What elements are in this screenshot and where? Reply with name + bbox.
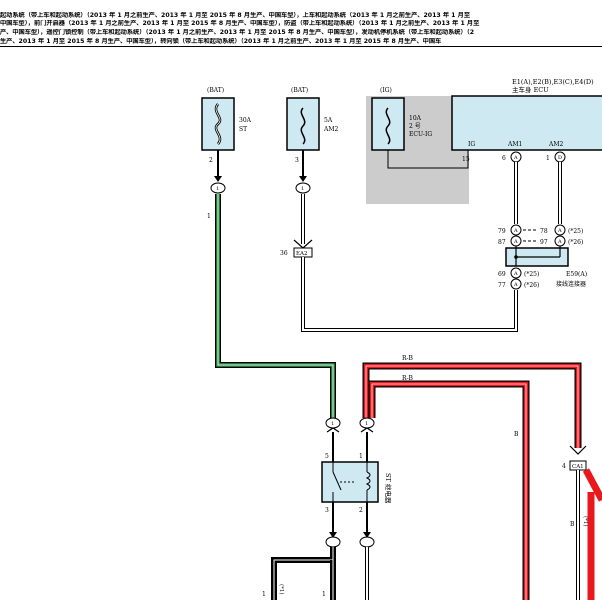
fuse-bat5: (BAT) 5A AM2 3 xyxy=(286,87,338,164)
ecu-name: 主车身 ECU xyxy=(512,85,549,94)
ea2-num: 36 xyxy=(280,250,288,257)
bottom-tag-l: 1 xyxy=(262,591,266,598)
svg-text:5: 5 xyxy=(325,453,329,460)
fuse-bat30-name: ST xyxy=(239,126,247,133)
fuse-bat30-label: (BAT) xyxy=(207,87,224,94)
conn-st-bottom-num: 1 xyxy=(216,186,219,192)
ecu-pin-am2: AM2 xyxy=(548,141,563,148)
fuse-bat5-pin: 3 xyxy=(295,157,299,164)
ecu-pin-ig: IG xyxy=(468,141,475,148)
ecu-pinnum-1: 1 xyxy=(546,155,550,162)
svg-text:(*26): (*26) xyxy=(524,282,539,289)
svg-text:69: 69 xyxy=(498,271,506,278)
svg-text:77: 77 xyxy=(498,282,506,289)
svg-text:79: 79 xyxy=(498,228,506,235)
svg-text:3: 3 xyxy=(325,507,329,514)
wire-st-green xyxy=(215,194,336,418)
svg-text:1: 1 xyxy=(331,421,334,427)
svg-text:(*25): (*25) xyxy=(524,271,539,278)
ecu-codes: E1(A),E2(B),E3(C),E4(D) xyxy=(512,78,594,86)
junction-name: 接线连接器 xyxy=(556,280,586,288)
svg-text:1: 1 xyxy=(359,453,363,460)
svg-text:(*25): (*25) xyxy=(568,228,583,235)
fuse-bat30-rating: 30A xyxy=(239,117,252,124)
ca1-num: 4 xyxy=(562,463,566,470)
ecu-pinnum-15: 15 xyxy=(462,156,470,163)
svg-text:A: A xyxy=(513,271,518,277)
header-line-4: 生产、2013 年 1 月至 2015 年 8 月生产、中国车型），转向锁（带上… xyxy=(0,38,442,45)
wire-red-outer xyxy=(362,362,582,448)
bottom-tag-m: 1 xyxy=(322,591,326,598)
wire-right-tag-2: B xyxy=(570,521,575,528)
svg-text:2: 2 xyxy=(359,507,363,514)
header-line-1: 起动系统（带上车和起动系统）（2013 年 1 月之前生产、2013 年 1 月… xyxy=(0,12,471,19)
relay-conn-bottom-right xyxy=(359,536,375,548)
bottom-conn-note: (*1) xyxy=(278,584,285,595)
fuse-bat30: (BAT) 30A ST 2 xyxy=(201,87,252,164)
fuse-bat5-name: AM2 xyxy=(323,126,338,133)
ecu-pin-am1: AM1 xyxy=(507,141,522,148)
wire-ea2-down xyxy=(301,257,518,332)
relay-conn-top-right xyxy=(359,417,375,429)
svg-text:A: A xyxy=(513,228,518,234)
relay-conn-top-left xyxy=(325,417,341,429)
svg-text:A: A xyxy=(513,155,518,161)
junction-e59: A 79 78 A (*25) A 87 97 A (*26) E59(A) 接… xyxy=(498,224,587,290)
ecu-pinnum-6: 6 xyxy=(502,155,506,162)
header-line-3: 产、中国车型），遥控门锁控制（带上车和起动系统）（2013 年 1 月之前生产、… xyxy=(0,29,475,36)
relay-conn-bottom-left xyxy=(325,536,341,548)
svg-text:97: 97 xyxy=(540,239,548,246)
fuse-bat5-rating: 5A xyxy=(324,117,333,124)
fuse-ig10-rating: 10A xyxy=(409,115,422,122)
svg-text:A: A xyxy=(513,239,518,245)
junction-code: E59(A) xyxy=(566,271,587,278)
wire-red-tag-2: R-B xyxy=(402,375,414,382)
svg-text:A: A xyxy=(557,228,562,234)
relay-name: ST 继电器 xyxy=(384,473,393,504)
wire-green-tag: 1 xyxy=(207,213,211,220)
conn-am2-bottom xyxy=(295,182,311,194)
svg-text:(*26): (*26) xyxy=(568,239,583,246)
svg-text:A: A xyxy=(557,239,562,245)
svg-text:87: 87 xyxy=(498,239,506,246)
bottom-conn-note-2: (*1) xyxy=(582,516,589,527)
st-relay: 5 1 ST 继电器 3 2 xyxy=(321,453,393,514)
svg-text:A: A xyxy=(513,282,518,288)
svg-text:1: 1 xyxy=(365,421,368,427)
header-line-2: 中国车型），前门开启器（2013 年 1 月之前生产、2013 年 1 月至 2… xyxy=(0,20,480,27)
fuse-bat5-label: (BAT) xyxy=(291,87,308,94)
wire-red-inner xyxy=(368,380,530,600)
svg-text:78: 78 xyxy=(540,228,548,235)
wire-red-tag-1: R-B xyxy=(402,355,414,362)
conn-st-bottom xyxy=(210,182,226,194)
header-rule xyxy=(0,46,602,47)
conn-am2-bottom-num: 1 xyxy=(301,186,304,192)
wire-ig-to-ecu xyxy=(387,150,469,169)
wire-right-tag: B xyxy=(514,431,519,438)
fuse-bat30-pin: 2 xyxy=(209,157,213,164)
ea2-code: EA2 xyxy=(296,251,308,257)
svg-text:D: D xyxy=(558,155,562,161)
ca1-code: CA1 xyxy=(572,464,584,470)
fuse-ig10-name: ECU-IG xyxy=(409,131,432,138)
fuse-ig10-no: 2 号 xyxy=(409,123,421,130)
ecu-box xyxy=(451,95,602,151)
fuse-ig10-label: (IG) xyxy=(380,87,392,94)
